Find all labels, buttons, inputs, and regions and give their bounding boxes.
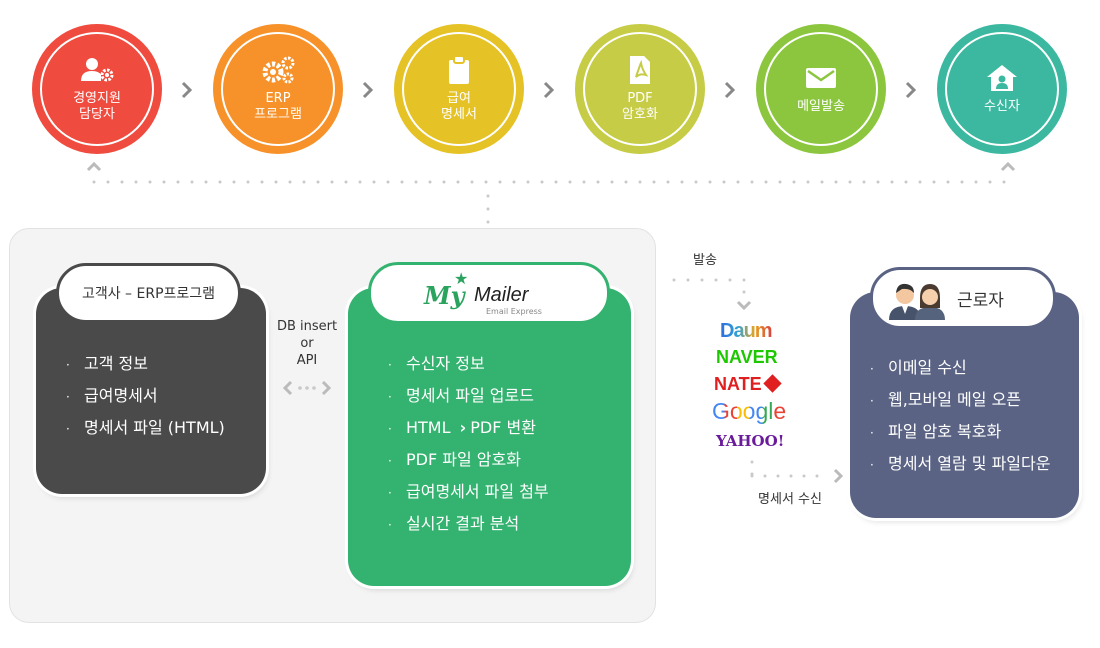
portal-nate-logo: NATE	[714, 374, 782, 395]
client-item-list: ·고객 정보 ·급여명세서 ·명세서 파일 (HTML)	[66, 348, 225, 444]
list-item: ·이메일 수신	[870, 358, 967, 377]
chevron-up-icon	[1000, 161, 1016, 172]
step-label: 급여 명세서	[441, 91, 477, 122]
mymailer-logo: My ★ Mailer Email Express	[424, 269, 542, 316]
send-dotted-arrow	[672, 278, 752, 311]
worker-box-title: 근로자	[957, 290, 1004, 311]
bidirectional-arrow-icon	[282, 380, 332, 396]
pdf-file-icon	[628, 55, 652, 85]
list-item: ·파일 암호 복호화	[870, 422, 1002, 441]
step-payslip-circle: 급여 명세서	[404, 34, 514, 144]
envelope-icon	[805, 63, 837, 93]
client-box-title-pill: 고객사 – ERP프로그램	[56, 263, 241, 323]
mailer-logo-pill: My ★ Mailer Email Express	[368, 262, 610, 324]
step-label: ERP 프로그램	[254, 91, 302, 122]
send-label: 발송	[693, 253, 717, 268]
list-item: ·명세서 파일 업로드	[388, 386, 534, 405]
home-user-icon	[986, 63, 1018, 93]
portal-daum-logo: Daum	[720, 320, 773, 342]
receive-dotted-arrow	[750, 460, 844, 484]
step-recipient-circle: 수신자	[947, 34, 1057, 144]
step-recipient: 수신자	[937, 24, 1067, 154]
mailer-box	[348, 288, 631, 586]
list-item: ·명세서 열람 및 파일다운	[870, 454, 1051, 473]
chevron-right-icon: ›	[459, 418, 467, 437]
portal-google-logo: Google	[712, 398, 787, 424]
step-mail-circle: 메일발송	[766, 34, 876, 144]
worker-box	[850, 292, 1079, 518]
list-item: ·급여명세서	[66, 386, 158, 405]
mailer-item-list: ·수신자 정보 ·명세서 파일 업로드 ·HTML ›PDF 변환 ·PDF 파…	[388, 348, 549, 540]
workers-avatar-icon	[889, 283, 945, 320]
step-manager: 경영지원 담당자	[32, 24, 162, 154]
list-item: ·명세서 파일 (HTML)	[66, 418, 225, 437]
list-item: ·고객 정보	[66, 354, 148, 373]
list-item: ·PDF 파일 암호화	[388, 450, 521, 469]
step-label: PDF 암호화	[622, 91, 658, 122]
portal-yahoo-logo: YAHOO!	[716, 432, 785, 450]
step-manager-circle: 경영지원 담당자	[42, 34, 152, 144]
list-item: ·급여명세서 파일 첨부	[388, 482, 549, 501]
step-label: 경영지원 담당자	[73, 91, 121, 122]
list-item: ·HTML ›PDF 변환	[388, 418, 536, 437]
chevron-right-icon	[362, 81, 374, 99]
user-gear-icon	[80, 55, 114, 85]
list-item: ·실시간 결과 분석	[388, 514, 520, 533]
clipboard-icon	[447, 55, 471, 85]
chevron-down-icon	[736, 300, 752, 311]
step-pdf: PDF 암호화	[575, 24, 705, 154]
step-label: 수신자	[984, 99, 1020, 114]
worker-item-list: ·이메일 수신 ·웹,모바일 메일 오픈 ·파일 암호 복호화 ·명세서 열람 …	[870, 352, 1050, 480]
step-erp: ERP 프로그램	[213, 24, 343, 154]
step-label: 메일발송	[797, 99, 845, 114]
step-pdf-circle: PDF 암호화	[585, 34, 695, 144]
step-erp-circle: ERP 프로그램	[223, 34, 333, 144]
chevron-right-icon	[724, 81, 736, 99]
list-item: ·수신자 정보	[388, 354, 485, 373]
list-item: ·웹,모바일 메일 오픈	[870, 390, 1022, 409]
star-icon: ★	[454, 269, 469, 288]
connector-label: DB insert or API	[276, 319, 338, 368]
client-box-title: 고객사 – ERP프로그램	[81, 286, 216, 302]
chevron-up-icon	[86, 161, 102, 172]
portal-naver-logo: NAVER	[716, 347, 778, 367]
chevron-right-icon	[905, 81, 917, 99]
step-mail: 메일발송	[756, 24, 886, 154]
nate-cube-icon	[762, 374, 782, 393]
chevron-right-icon	[543, 81, 555, 99]
chevron-right-icon	[181, 81, 193, 99]
gears-icon	[260, 55, 296, 85]
chevron-right-icon	[833, 468, 844, 484]
worker-title-pill: 근로자	[870, 267, 1056, 329]
receive-label: 명세서 수신	[758, 492, 822, 507]
step-payslip: 급여 명세서	[394, 24, 524, 154]
